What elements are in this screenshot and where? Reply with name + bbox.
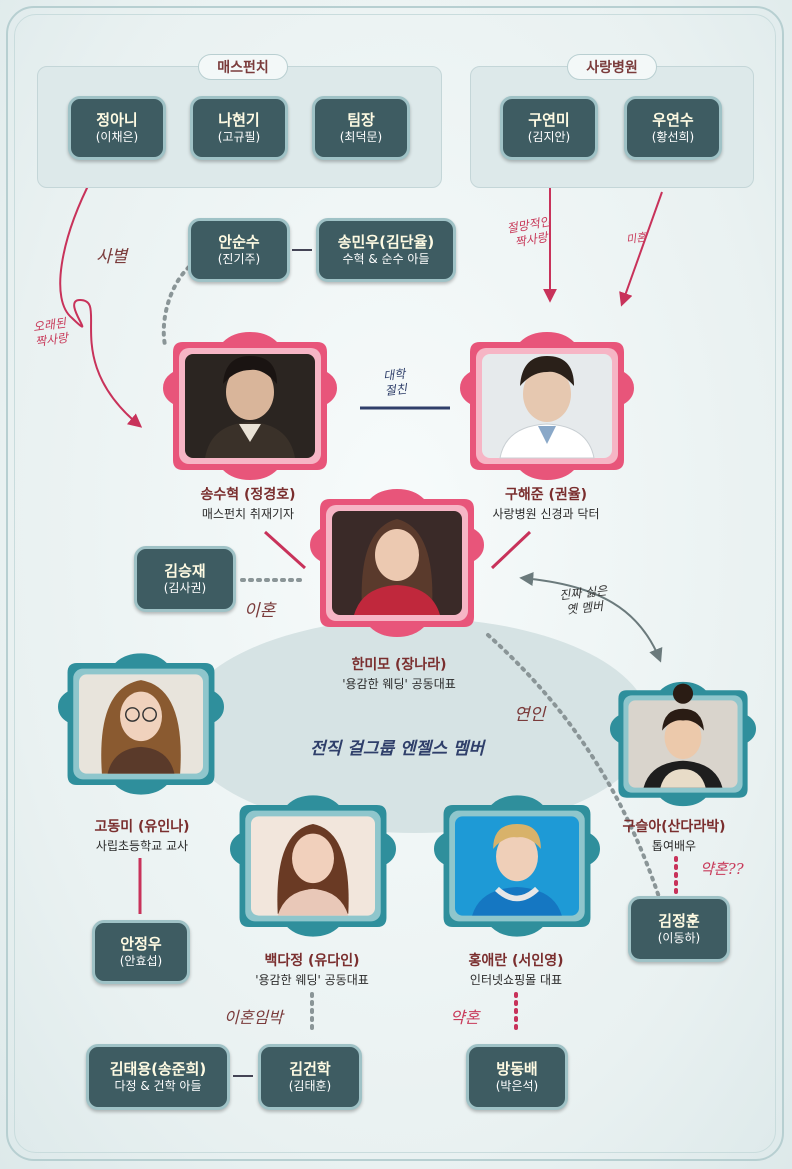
photo-song-suhyuk — [163, 332, 337, 480]
name: 김건학 — [289, 1060, 330, 1078]
anno-angels-members: 전직 걸그룹 엔젤스 멤버 — [310, 734, 484, 759]
box-song-minwoo: 송민우(김단율) 수혁 & 순수 아들 — [316, 218, 456, 282]
name: 김정훈 — [658, 912, 699, 930]
name: 고동미 (유인나) — [95, 818, 190, 837]
box-jeong-ani: 정아니 (이채은) — [68, 96, 166, 160]
actor: 다정 & 건학 아들 — [114, 1078, 201, 1094]
role: '용감한 웨딩' 공동대표 — [342, 675, 456, 693]
anno-lover: 연인 — [514, 700, 545, 725]
role: 매스펀치 취재기자 — [201, 505, 296, 523]
box-team-leader: 팀장 (최덕문) — [312, 96, 410, 160]
anno-long-crush: 오래된 짝사랑 — [32, 316, 69, 350]
box-kim-taeyong: 김태용(송준희) 다정 & 건학 아들 — [86, 1044, 230, 1110]
box-gu-yeonmi: 구연미 (김지안) — [500, 96, 598, 160]
anno-hate: 진짜 싫은 옛 멤버 — [559, 584, 610, 619]
unmarried-arrow — [622, 192, 662, 304]
name: 구슬아(산다라박) — [623, 818, 726, 837]
name: 한미모 (장나라) — [342, 656, 456, 675]
box-ahn-jeongwoo: 안정우 (안효섭) — [92, 920, 190, 984]
actor: (박은석) — [496, 1078, 538, 1094]
name: 나현기 — [218, 111, 259, 129]
role: 톱여배우 — [623, 837, 726, 855]
photo-gu-haejun — [460, 332, 634, 480]
actor: (김지안) — [528, 129, 570, 145]
caption-baek-dajeong: 백다정 (유다인) '용감한 웨딩' 공동대표 — [255, 952, 369, 989]
name: 홍애란 (서인영) — [469, 952, 564, 971]
actor: 수혁 & 순수 아들 — [342, 251, 429, 267]
anno-widowed: 사별 — [96, 242, 127, 267]
box-bang-dongbae: 방동배 (박은석) — [466, 1044, 568, 1110]
name: 송민우(김단율) — [338, 233, 435, 251]
photo-go-dongmi — [58, 650, 224, 798]
box-kim-seungjae: 김승재 (김사권) — [134, 546, 236, 612]
suhyuk-mimo-line — [265, 532, 305, 568]
name: 김승재 — [164, 562, 205, 580]
name: 정아니 — [96, 111, 137, 129]
name: 팀장 — [347, 111, 375, 129]
box-woo-yeonsu: 우연수 (황선희) — [624, 96, 722, 160]
photo-gu-seula — [610, 680, 756, 808]
role: 사립초등학교 교사 — [95, 837, 190, 855]
actor: (고규필) — [218, 129, 260, 145]
anno-college-line2: 절친 — [384, 382, 408, 399]
name: 백다정 (유다인) — [255, 952, 369, 971]
haejun-mimo-line — [492, 532, 530, 568]
anno-divorce-pending: 이혼임박 — [224, 1004, 283, 1028]
caption-song-suhyuk: 송수혁 (정경호) 매스펀치 취재기자 — [201, 486, 296, 523]
long-crush-arrow — [60, 178, 140, 426]
hospital-label: 사랑병원 — [567, 54, 657, 80]
actor: (최덕문) — [340, 129, 382, 145]
name: 구해준 (권율) — [493, 486, 600, 505]
name: 김태용(송준희) — [110, 1060, 207, 1078]
caption-gu-haejun: 구해준 (권율) 사랑병원 신경과 닥터 — [493, 486, 600, 523]
anno-engaged: 약혼 — [450, 1004, 479, 1028]
anno-engaged-question: 약혼?? — [700, 858, 744, 879]
name: 구연미 — [528, 111, 569, 129]
box-na-hyeongi: 나현기 (고규필) — [190, 96, 288, 160]
caption-han-mimo: 한미모 (장나라) '용감한 웨딩' 공동대표 — [342, 656, 456, 693]
actor: (이채은) — [96, 129, 138, 145]
actor: (김태훈) — [289, 1078, 331, 1094]
photo-han-mimo — [310, 488, 484, 638]
anno-college-friends: 대학 절친 — [382, 367, 407, 399]
name: 우연수 — [652, 111, 693, 129]
name: 안정우 — [120, 935, 161, 953]
actor: (황선희) — [652, 129, 694, 145]
caption-go-dongmi: 고동미 (유인나) 사립초등학교 교사 — [95, 818, 190, 855]
box-kim-jeonghun: 김정훈 (이동하) — [628, 896, 730, 962]
name: 방동배 — [496, 1060, 537, 1078]
actor: (안효섭) — [120, 953, 162, 969]
role: 인터넷쇼핑몰 대표 — [469, 971, 564, 989]
role: 사랑병원 신경과 닥터 — [493, 505, 600, 523]
actor: (김사권) — [164, 580, 206, 596]
name: 안순수 — [218, 233, 259, 251]
box-kim-geonhak: 김건학 (김태훈) — [258, 1044, 362, 1110]
name: 송수혁 (정경호) — [201, 486, 296, 505]
photo-baek-dajeong — [230, 792, 396, 940]
caption-hong-aeran: 홍애란 (서인영) 인터넷쇼핑몰 대표 — [469, 952, 564, 989]
masspunch-label: 매스펀치 — [198, 54, 288, 80]
photo-hong-aeran — [434, 792, 600, 940]
box-ahn-sunsu: 안순수 (진기주) — [188, 218, 290, 282]
role: '용감한 웨딩' 공동대표 — [255, 971, 369, 989]
anno-unmarried: 미혼 — [625, 229, 647, 248]
caption-gu-seula: 구슬아(산다라박) 톱여배우 — [623, 818, 726, 855]
anno-divorce: 이혼 — [244, 596, 275, 621]
actor: (진기주) — [218, 251, 260, 267]
actor: (이동하) — [658, 930, 700, 946]
